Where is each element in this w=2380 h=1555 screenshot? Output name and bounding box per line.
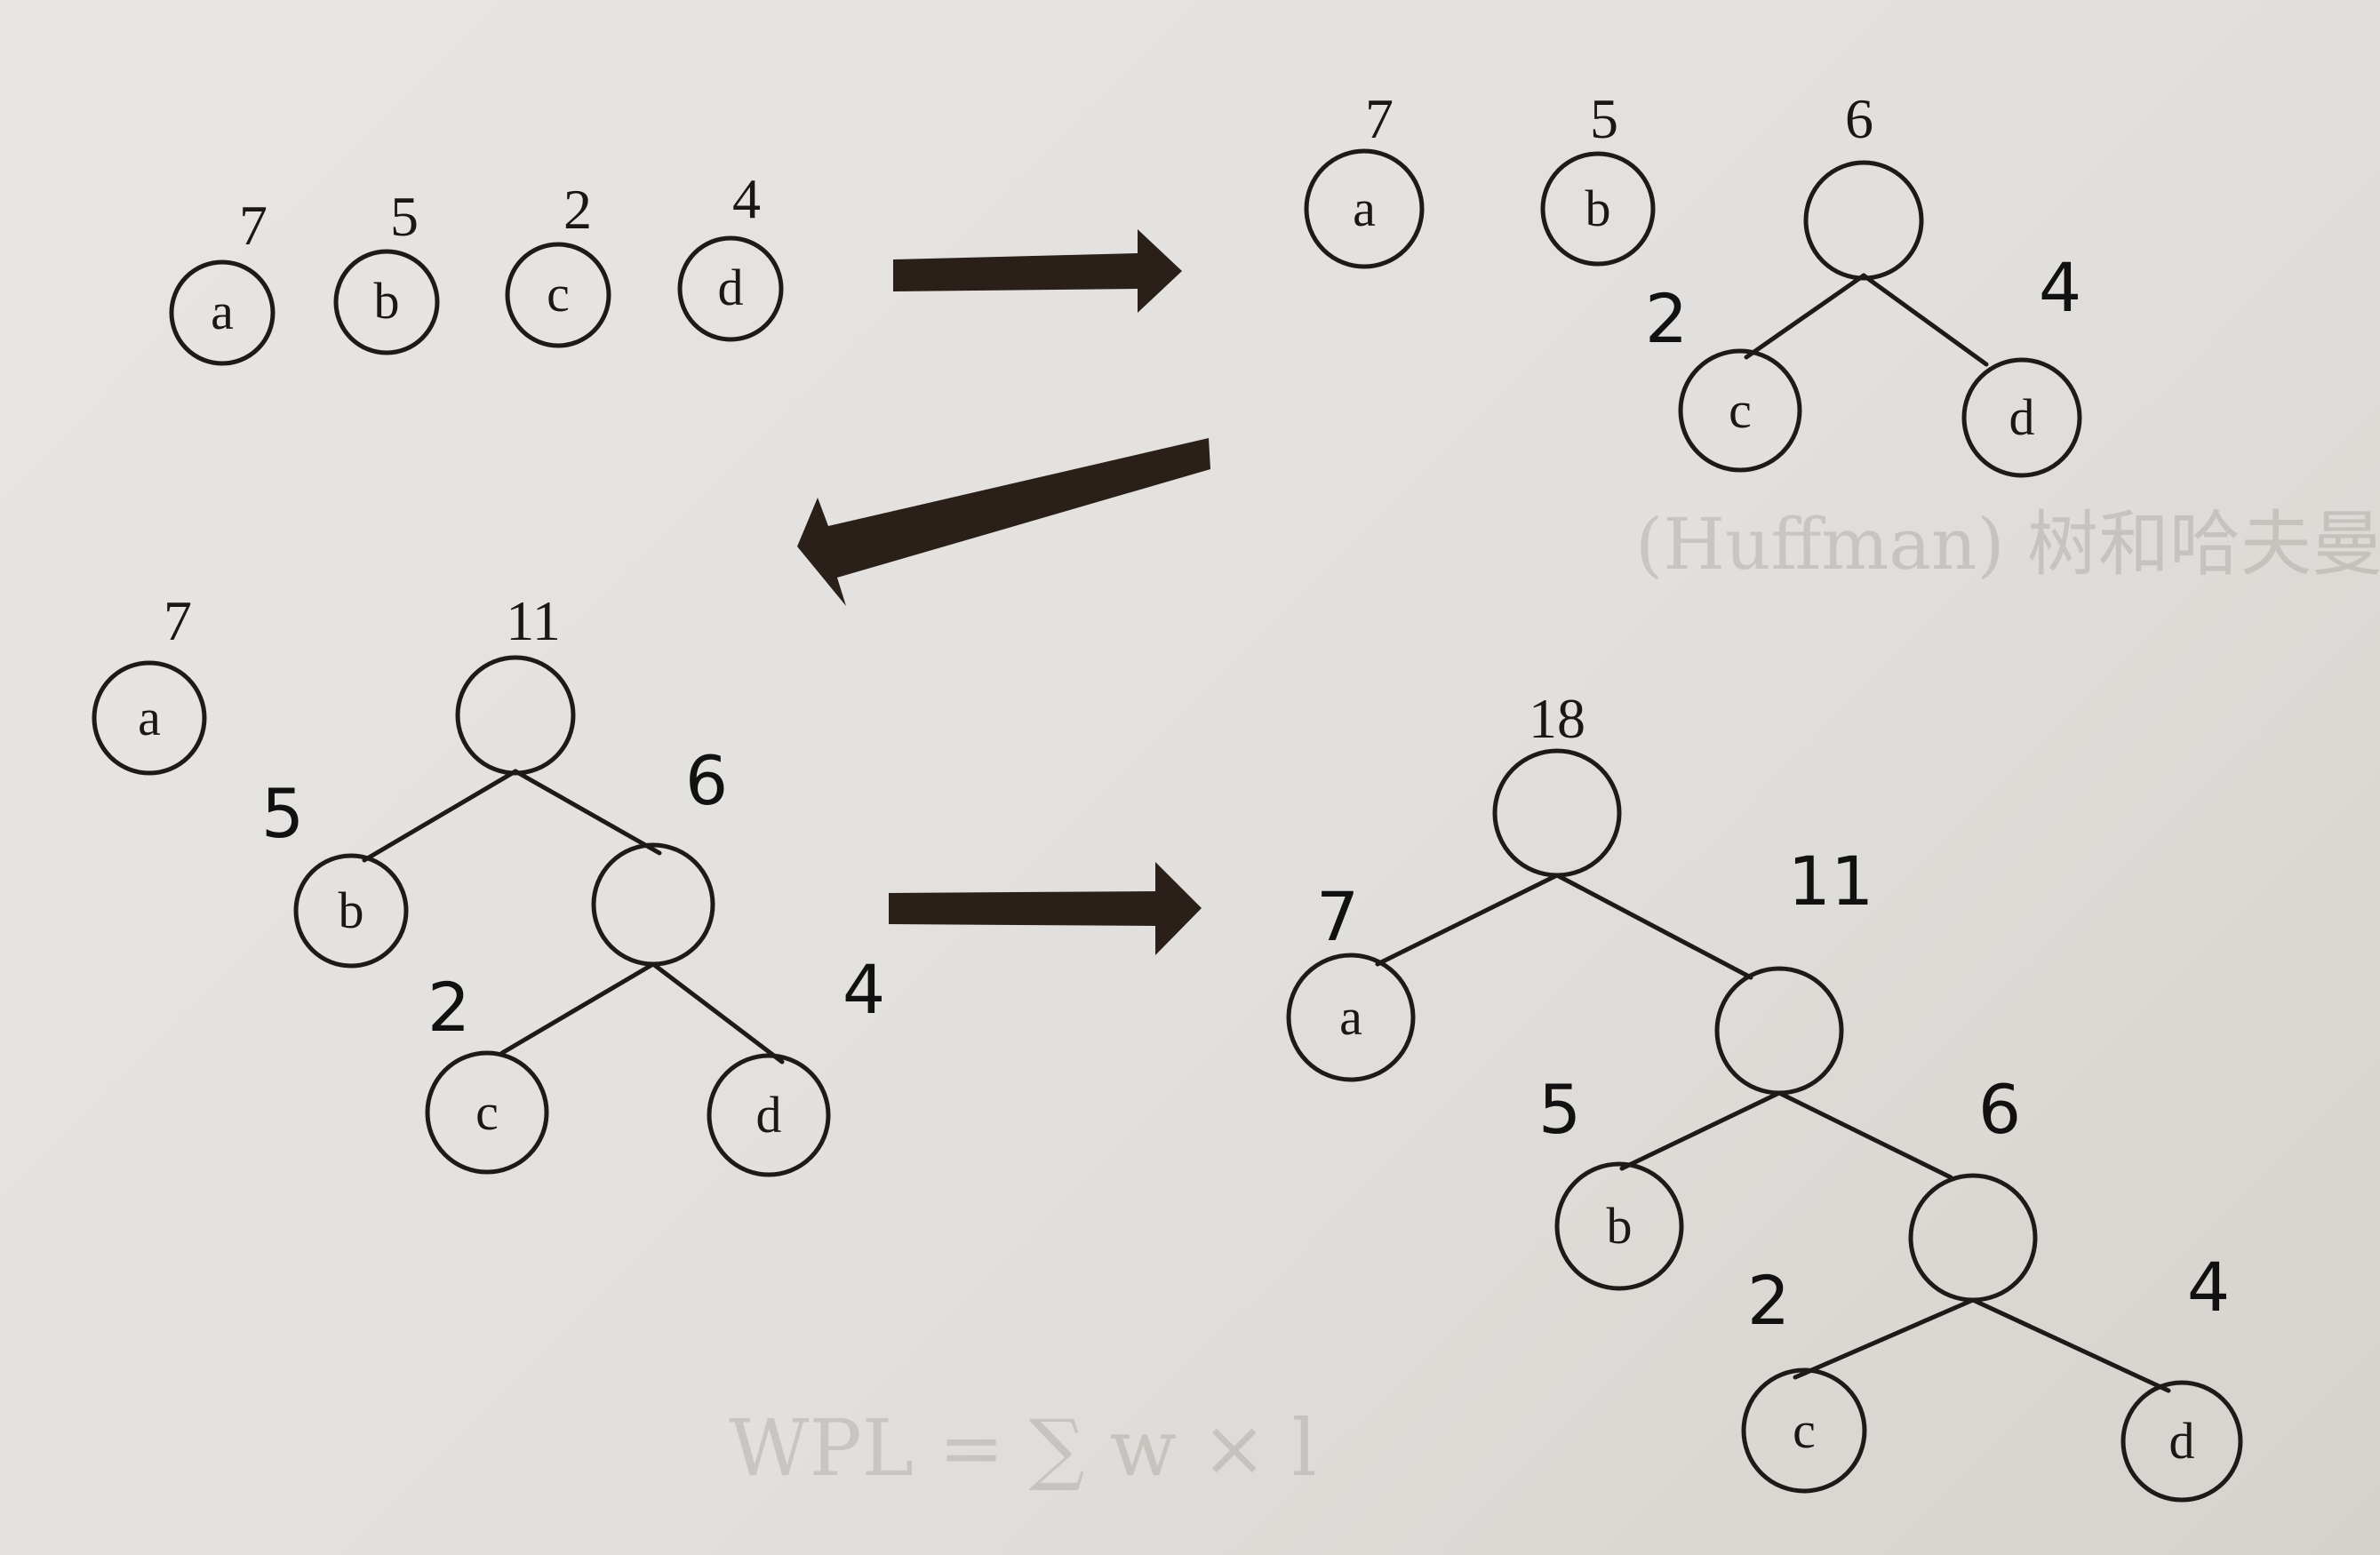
stage1-weight-c: 2: [563, 178, 592, 241]
stage4-label-b: b: [1607, 1197, 1633, 1255]
stage2-edge-left: [1744, 273, 1866, 360]
stage1-node-d: [677, 235, 784, 342]
stage4-weight-d: 4: [2187, 1248, 2230, 1327]
stage3-edge-internal-left: [499, 961, 656, 1056]
stage4-edge-left: [1375, 873, 1560, 967]
stage3-weight-d: 4: [843, 950, 885, 1029]
stage2-label-a: a: [1353, 179, 1376, 237]
stage-3: 7 a 11 5 b 6 2 c 4 d: [92, 589, 885, 1177]
stage1-node-c: [505, 242, 611, 348]
stage3-node-root: [455, 655, 576, 776]
stage4-weight-internal-6: 6: [1978, 1070, 2021, 1149]
stage3-edge-right: [513, 769, 662, 856]
stage3-node-internal: [591, 842, 715, 967]
stage3-weight-a: 7: [164, 589, 192, 652]
stage2-label-c: c: [1729, 381, 1752, 439]
stage4-edge-11-left: [1619, 1090, 1782, 1171]
stage2-weight-a: 7: [1365, 87, 1394, 150]
stage1-weight-b: 5: [390, 185, 419, 248]
stage3-label-d: d: [756, 1086, 782, 1144]
stage4-weight-b: 5: [1538, 1070, 1581, 1149]
stage4-label-a: a: [1339, 988, 1362, 1046]
stage2-node-c: [1678, 348, 1802, 473]
bleed-text-1: (Huffman) 树和哈夫曼: [1635, 503, 2380, 586]
stage2-node-root: [1803, 160, 1924, 281]
stage2-weight-c: 2: [1645, 279, 1688, 358]
stage3-node-c: [425, 1050, 549, 1175]
stage3-weight-c: 2: [427, 968, 470, 1047]
stage-2: 7 a 5 b 6 2 c 4 d: [1304, 87, 2082, 478]
stage1-weight-d: 4: [732, 167, 761, 230]
stage4-weight-a: 7: [1316, 877, 1359, 956]
stage4-node-c: [1741, 1368, 1867, 1494]
stage4-edge-6-right: [1970, 1297, 2171, 1393]
stage3-label-b: b: [339, 881, 364, 939]
stage3-weight-root: 11: [506, 589, 561, 652]
arrow-right-1: [893, 229, 1182, 313]
stage4-label-d: d: [2169, 1412, 2195, 1470]
stage4-edge-11-right: [1777, 1090, 1953, 1180]
stage2-weight-b: 5: [1590, 87, 1618, 150]
stage4-node-d: [2120, 1380, 2243, 1503]
stage2-weight-root: 6: [1845, 87, 1873, 150]
stage1-label-c: c: [547, 265, 570, 323]
stage1-node-a: [169, 259, 276, 366]
stage-4: 18 7 a 11 5 b 6 2 c 4 d: [1286, 687, 2243, 1503]
arrow-down-left: [797, 438, 1210, 606]
stage4-node-internal-6: [1908, 1173, 2038, 1303]
stage1-label-d: d: [718, 259, 744, 316]
stage4-node-a: [1286, 953, 1416, 1082]
stage3-edge-left: [362, 769, 518, 863]
stage3-label-a: a: [138, 689, 161, 746]
stage4-edge-right: [1554, 873, 1753, 980]
arrow-right-2: [889, 862, 1202, 955]
stage4-edge-6-left: [1793, 1297, 1976, 1380]
stage4-weight-root: 18: [1529, 687, 1585, 750]
stage2-label-b: b: [1585, 179, 1611, 237]
stage3-node-a: [92, 660, 207, 776]
stage2-weight-d: 4: [2039, 248, 2081, 327]
stage4-label-c: c: [1793, 1401, 1816, 1459]
stage3-weight-b: 5: [261, 774, 304, 853]
bleed-text-2: WPL = ∑ w × l: [729, 1402, 1317, 1494]
stage2-node-a: [1304, 148, 1425, 269]
stage1-label-b: b: [374, 272, 400, 330]
stage3-edge-internal-right: [651, 961, 785, 1065]
stage1-weight-a: 7: [239, 194, 268, 257]
stage3-node-d: [707, 1053, 831, 1177]
stage3-label-c: c: [475, 1083, 499, 1141]
stage3-node-b: [293, 853, 409, 969]
stage3-weight-internal: 6: [685, 741, 728, 820]
stage1-node-b: [333, 249, 440, 355]
stage4-node-b: [1554, 1161, 1684, 1291]
stage4-weight-c: 2: [1747, 1261, 1790, 1340]
stage4-node-root: [1492, 748, 1622, 878]
stage4-node-internal-11: [1714, 966, 1844, 1096]
stage2-node-d: [1961, 357, 2082, 478]
stage4-weight-internal-11: 11: [1788, 841, 1874, 921]
stage2-label-d: d: [2009, 388, 2035, 446]
stage-1-leaves: 7 a 5 b 2 c 4 d: [169, 167, 784, 366]
stage1-label-a: a: [211, 283, 234, 340]
stage2-edge-right: [1861, 273, 1989, 367]
stage2-node-b: [1540, 151, 1656, 267]
